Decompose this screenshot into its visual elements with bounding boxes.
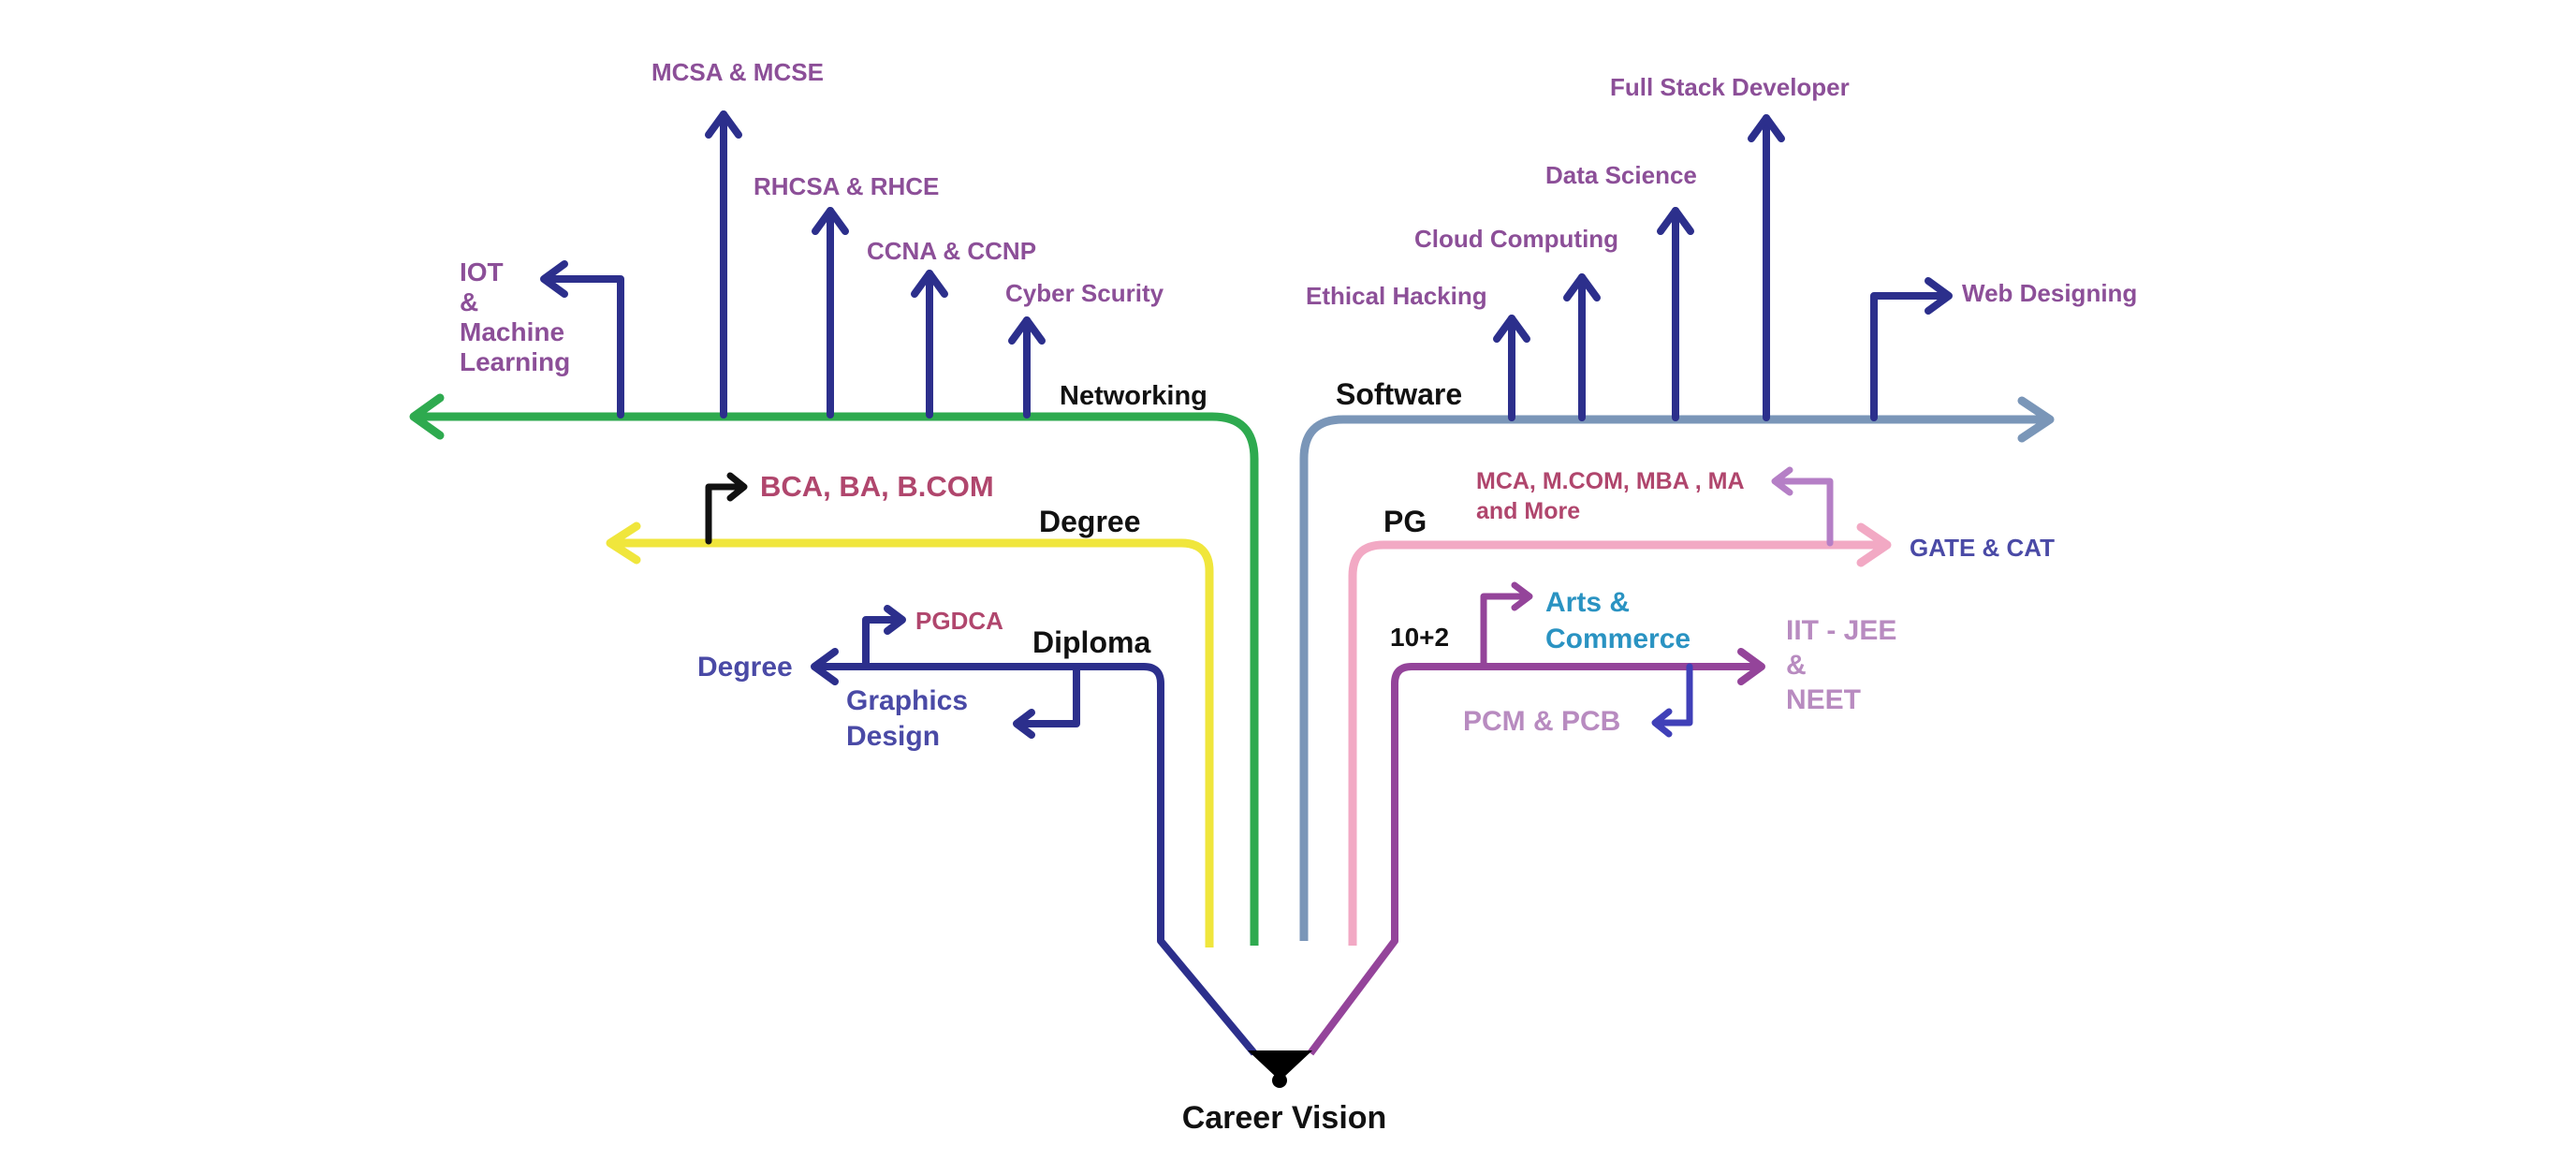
web-designing-arrow [1870,292,1951,421]
software-arrowhead [2017,396,2055,443]
rhcsa-label: RHCSA & RHCE [754,172,939,200]
graphics-design-line-1: Graphics [846,685,968,716]
full-stack-label: Full Stack Developer [1610,73,1850,101]
pcm-pcb-arrow [1653,663,1693,727]
web-designing-label: Web Designing [1962,279,2137,307]
graphics-design-label: Graphics Design [846,685,975,752]
mca-label: MCA, M.COM, MBA , MA and More [1476,468,1750,524]
ccna-arrowhead [911,270,948,298]
iot-label: IOT & Machine Learning [460,257,572,376]
iot-label-line-2: & [460,287,478,316]
arts-commerce-label: Arts & Commerce [1545,587,1690,654]
mca-arrowhead [1771,466,1793,496]
networking-branch-line [417,412,1259,946]
software-branch-line [1299,415,2048,941]
ccna-label: CCNA & CCNP [867,237,1036,265]
pcm-pcb-label: PCM & PCB [1463,706,1620,737]
arts-commerce-arrowhead [1511,581,1533,611]
ten-plus-two-branch-line [1307,663,1760,1056]
rhcsa-arrowhead [812,207,849,235]
degree-label: Degree [1039,505,1141,538]
bca-label: BCA, BA, B.COM [760,470,994,503]
web-designing-arrowhead [1925,277,1953,315]
funnel-tip-icon [1272,1073,1287,1088]
ethical-hacking-arrowhead [1493,315,1530,343]
iot-label-line-4: Learning [460,347,570,376]
mcsa-label: MCSA & MCSE [651,58,824,86]
arts-commerce-arrow [1480,593,1531,668]
pg-arrowhead [1856,522,1892,567]
gate-cat-label: GATE & CAT [1910,534,2055,562]
software-label: Software [1336,377,1462,411]
graphics-design-arrowhead [1013,709,1035,739]
data-science-arrowhead [1657,207,1694,235]
iot-label-line-3: Machine [460,317,564,346]
pgdca-arrowhead [884,605,906,635]
cyber-label: Cyber Scurity [1005,279,1164,307]
mca-label-line-1: MCA, M.COM, MBA , MA [1476,468,1744,494]
full-stack-arrowhead [1748,114,1785,142]
mcsa-arrowhead [705,110,742,139]
iit-neet-line-1: IIT - JEE [1786,615,1896,646]
page-title: Career Vision [1182,1100,1387,1136]
iit-neet-line-3: NEET [1786,684,1861,715]
arts-commerce-line-1: Arts & [1545,587,1630,618]
cloud-computing-arrowhead [1563,273,1601,301]
graphics-design-arrow [1015,663,1080,727]
diploma-degree-label: Degree [697,652,793,683]
degree-arrowhead [606,521,641,565]
pg-branch-line [1348,540,1886,946]
funnel-icon [1248,1050,1312,1079]
cloud-computing-label: Cloud Computing [1414,225,1618,253]
arts-commerce-line-2: Commerce [1545,624,1690,654]
ten-plus-two-arrowhead [1737,648,1765,685]
ethical-hacking-label: Ethical Hacking [1306,282,1487,310]
graphics-design-line-2: Design [846,721,940,752]
diploma-branch-line [814,663,1258,1056]
pg-label: PG [1383,505,1427,538]
mca-arrow [1773,477,1834,547]
pgdca-label: PGDCA [915,607,1003,635]
bca-arrowhead [726,472,748,502]
networking-label: Networking [1060,381,1208,411]
iot-arrowhead [540,260,568,298]
iot-label-line-1: IOT [460,257,504,286]
pgdca-arrow [862,616,904,670]
mca-label-line-2: and More [1476,498,1580,524]
cyber-arrowhead [1008,316,1046,345]
iot-arrow [542,275,624,419]
networking-arrowhead [409,393,445,440]
degree-branch-line [610,538,1214,947]
iit-neet-line-2: & [1786,650,1807,681]
iit-neet-label: IIT - JEE & NEET [1786,615,1905,715]
diploma-label: Diploma [1032,625,1150,659]
data-science-label: Data Science [1545,161,1697,189]
bca-arrow [705,483,746,545]
pcm-pcb-arrowhead [1651,708,1673,738]
diploma-arrowhead [811,648,839,685]
ten-plus-two-label: 10+2 [1390,623,1449,652]
